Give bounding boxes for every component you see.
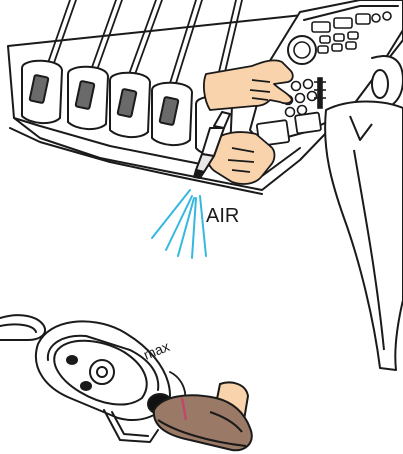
operator-arm	[325, 102, 403, 371]
air-spray-icon	[152, 190, 206, 258]
air-label: AIR	[206, 205, 239, 227]
